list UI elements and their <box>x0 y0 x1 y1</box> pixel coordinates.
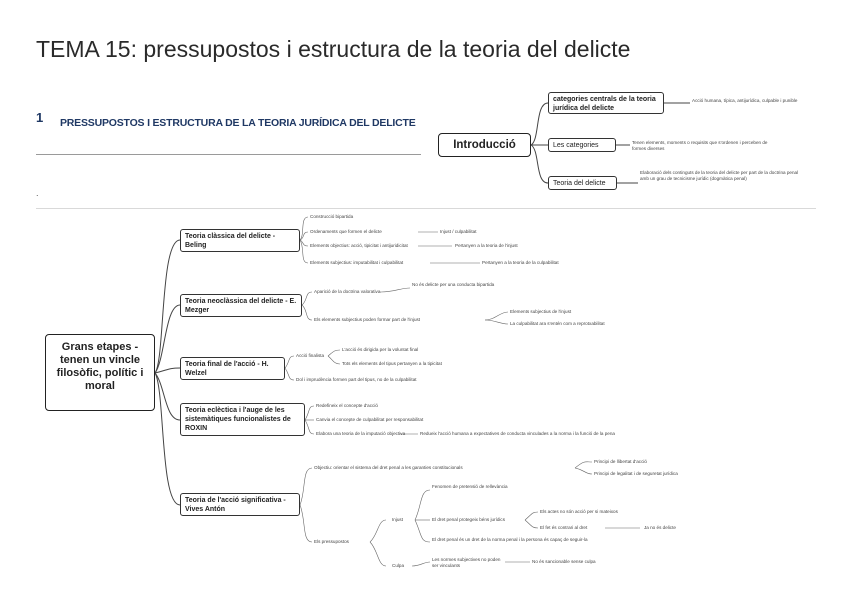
leaf-text: Injust / culpabilitat <box>440 229 477 234</box>
mindmap-root-node: Grans etapes - tenen un vincle filosòfic… <box>45 334 155 411</box>
leaf-text: Pertanyen a la teoria de l'injust <box>455 243 518 248</box>
leaf-text: Tots els elements del tipus pertanyen a … <box>342 361 442 366</box>
paragraph-marker: . <box>36 188 39 198</box>
leaf-text: Principi de legalitat i de seguretat jur… <box>594 471 678 476</box>
branch-label: Teoria de l'acció significativa - Vives … <box>185 497 286 513</box>
leaf-text: El dret penal és un dret de la norma pen… <box>432 537 588 542</box>
branch-teoria-eclectica: Teoria eclèctica i l'auge de les sistemà… <box>180 403 305 436</box>
leaf-text: Elements subjectius: imputabilitat i cul… <box>310 260 404 265</box>
separator-line <box>36 208 816 209</box>
section-underline <box>36 154 421 155</box>
intro-center-node: Introducció <box>438 133 531 157</box>
leaf-text: Injust <box>392 517 403 522</box>
leaf-text: Objectiu: orientar el sistema del dret p… <box>314 465 463 470</box>
branch-label: Teoria eclèctica i l'auge de les sistemà… <box>185 407 291 432</box>
leaf-text: Fenomen de pretensió de rellevància <box>432 484 508 489</box>
section-number: 1 <box>36 110 44 125</box>
intro-branch-teoria-del-delicte: Teoria del delicte <box>548 176 617 190</box>
branch-accio-significativa: Teoria de l'acció significativa - Vives … <box>180 493 300 516</box>
leaf-text: Elements objectius: acció, tipicitat i a… <box>310 243 408 248</box>
leaf-text: Redefineix el concepte d'acció <box>316 403 378 408</box>
intro-detail-1: Acció humana, típica, antijurídica, culp… <box>692 98 798 103</box>
leaf-text: No és sancionable sense culpa <box>532 559 596 564</box>
leaf-text: Canvia el concepte de culpabilitat per r… <box>316 417 424 422</box>
intro-detail-2: Tenen elements, moments o requisits que … <box>632 140 768 151</box>
leaf-text: Dol i imprudència formen part del tipus,… <box>296 377 417 382</box>
root-label: Grans etapes - tenen un vincle filosòfic… <box>56 341 144 392</box>
branch-label: Teoria neoclàssica del delicte - E. Mezg… <box>185 298 297 314</box>
leaf-text: Ja no és delicte <box>644 525 676 530</box>
intro-branch-label: Les categories <box>553 142 599 149</box>
leaf-text: Els pressupostos <box>314 539 349 544</box>
leaf-text: Elabora una teoria de la imputació objec… <box>316 431 406 436</box>
intro-detail-3: Elaboració dels continguts de la teoria … <box>640 170 799 181</box>
intro-branch-categories-centrals: categories centrals de la teoria jurídic… <box>548 92 664 114</box>
leaf-text: Acció finalista <box>296 353 325 358</box>
intro-center-label: Introducció <box>453 139 516 151</box>
leaf-text: Elements subjectius de l'injust <box>510 309 572 314</box>
branch-label: Teoria clàssica del delicte - Beling <box>185 233 276 249</box>
intro-branch-label: Teoria del delicte <box>553 180 606 187</box>
leaf-text: Els elements subjectius poden formar par… <box>314 317 421 322</box>
leaf-text: Principi de llibertat d'acció <box>594 459 647 464</box>
branch-teoria-final: Teoria final de l'acció - H. Welzel <box>180 357 285 380</box>
leaf-text: L'acció és dirigida per la voluntat fina… <box>342 347 419 352</box>
leaf-text: Pertanyen a la teoria de la culpabilitat <box>482 260 559 265</box>
leaf-text: No és delicte per una conducta bipartida <box>412 282 495 287</box>
leaf-text: El fet és contrari al dret <box>540 525 588 530</box>
leaf-text: El dret penal protegeix béns jurídics <box>432 517 506 522</box>
branch-teoria-neoclassica: Teoria neoclàssica del delicte - E. Mezg… <box>180 294 302 317</box>
page-title: TEMA 15: pressupostos i estructura de la… <box>36 36 631 62</box>
leaf-text: La culpabilitat ara s'entén com a reprot… <box>510 321 605 326</box>
leaf-text: Culpa <box>392 563 405 568</box>
branch-label: Teoria final de l'acció - H. Welzel <box>185 361 269 377</box>
leaf-text: Aparició de la doctrina valorativa <box>314 289 381 294</box>
leaf-text: Les normes subjectives no poden ser vinc… <box>432 557 501 568</box>
leaf-text: Els actes no són acció per si mateixos <box>540 509 618 514</box>
intro-branch-les-categories: Les categories <box>548 138 616 152</box>
leaf-text: Redueix l'acció humana a expectatives de… <box>420 431 615 436</box>
leaf-text: Ordenaments que formen el delicte <box>310 229 382 234</box>
intro-branch-label: categories centrals de la teoria jurídic… <box>553 96 656 112</box>
leaf-text: Construcció bipartida <box>310 214 354 219</box>
branch-teoria-classica: Teoria clàssica del delicte - Beling <box>180 229 300 252</box>
section-heading: PRESSUPOSTOS I ESTRUCTURA DE LA TEORIA J… <box>60 117 416 129</box>
